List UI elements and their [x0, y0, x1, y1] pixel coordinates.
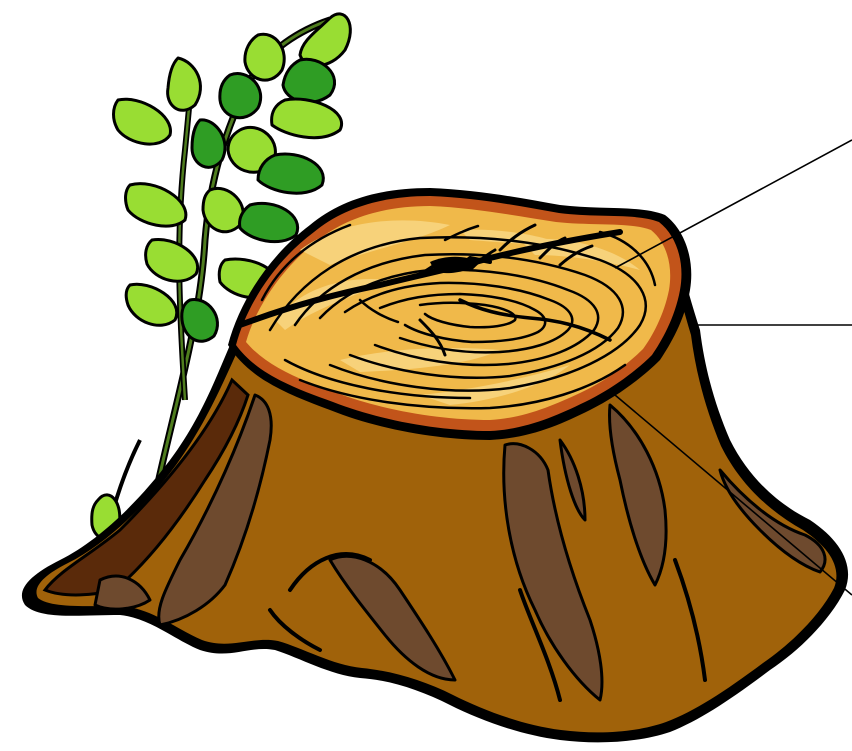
fern-leaf	[192, 120, 225, 167]
pointer-line-heartwood	[615, 140, 852, 268]
fern-leaf	[245, 34, 284, 80]
fern-leaf	[182, 300, 218, 342]
fern-leaf	[240, 203, 298, 241]
fern-leaf	[146, 239, 198, 281]
fern-leaf	[126, 184, 186, 226]
fern-leaf	[258, 154, 323, 193]
fern-leaf	[114, 99, 171, 144]
fern-leaf	[272, 99, 342, 138]
fern-leaf	[126, 284, 177, 325]
tree-stump-icon	[22, 188, 848, 742]
fern-leaf	[283, 59, 335, 102]
fern-leaf	[220, 74, 261, 118]
fern-leaf	[168, 58, 201, 110]
fern-leaf	[203, 188, 243, 231]
